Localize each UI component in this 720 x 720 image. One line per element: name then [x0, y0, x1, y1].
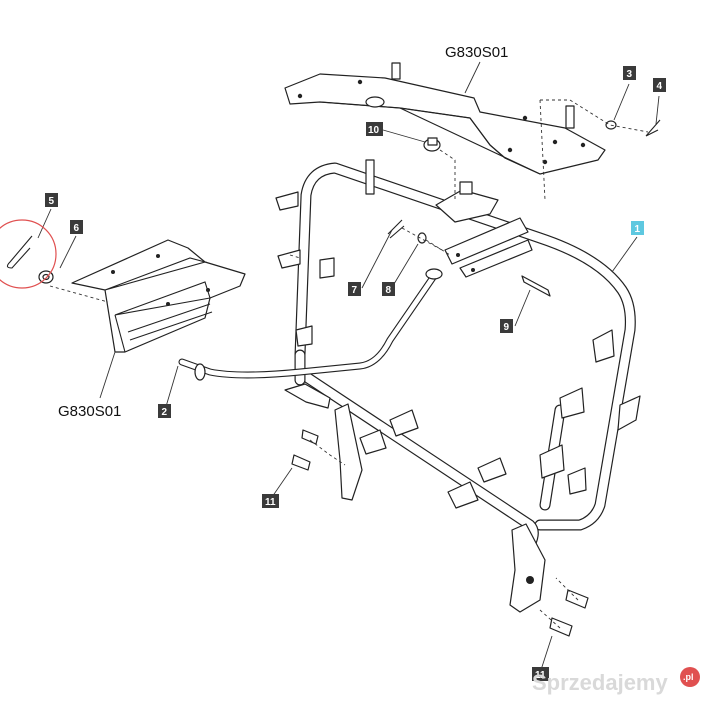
callout-1: 1 [631, 221, 644, 235]
hardware [6, 119, 661, 637]
marker-circle [0, 219, 57, 289]
callout-4: 4 [653, 78, 666, 92]
callout-11-right-label: 11 [535, 670, 546, 681]
callout-6-label: 6 [74, 223, 80, 234]
callout-1-label: 1 [635, 224, 641, 235]
main-frame [275, 159, 641, 613]
callout-11-left: 11 [262, 494, 279, 508]
callout-3-label: 3 [627, 69, 633, 80]
callout-11-left-label: 11 [265, 497, 276, 508]
svg-text:Sprzedajemy: Sprzedajemy [532, 670, 668, 695]
svg-text:.pl: .pl [683, 672, 694, 682]
callout-5: 5 [45, 193, 58, 207]
assembly-code-top: G830S01 [445, 44, 508, 61]
top-mounting-plate [284, 62, 606, 175]
callout-6: 6 [70, 220, 83, 234]
assembly-lines [49, 99, 649, 629]
control-rod [178, 268, 443, 381]
callout-5-label: 5 [49, 196, 55, 207]
watermark-logo: Sprzedajemy .pl [532, 667, 700, 695]
side-bracket [71, 239, 246, 353]
callout-8-label: 8 [386, 285, 392, 296]
callout-10-label: 10 [368, 125, 380, 136]
callout-2-label: 2 [162, 407, 168, 418]
callout-8: 8 [382, 282, 395, 296]
callout-9-label: 9 [504, 322, 510, 333]
callout-9: 9 [500, 319, 513, 333]
callout-11-right: 11 [532, 667, 549, 681]
callout-10: 10 [366, 122, 383, 136]
callout-3: 3 [623, 66, 636, 80]
callout-2: 2 [158, 404, 171, 418]
callout-7: 7 [348, 282, 361, 296]
callout-7-label: 7 [352, 285, 358, 296]
assembly-code-left: G830S01 [58, 403, 121, 420]
callout-4-label: 4 [657, 81, 663, 92]
